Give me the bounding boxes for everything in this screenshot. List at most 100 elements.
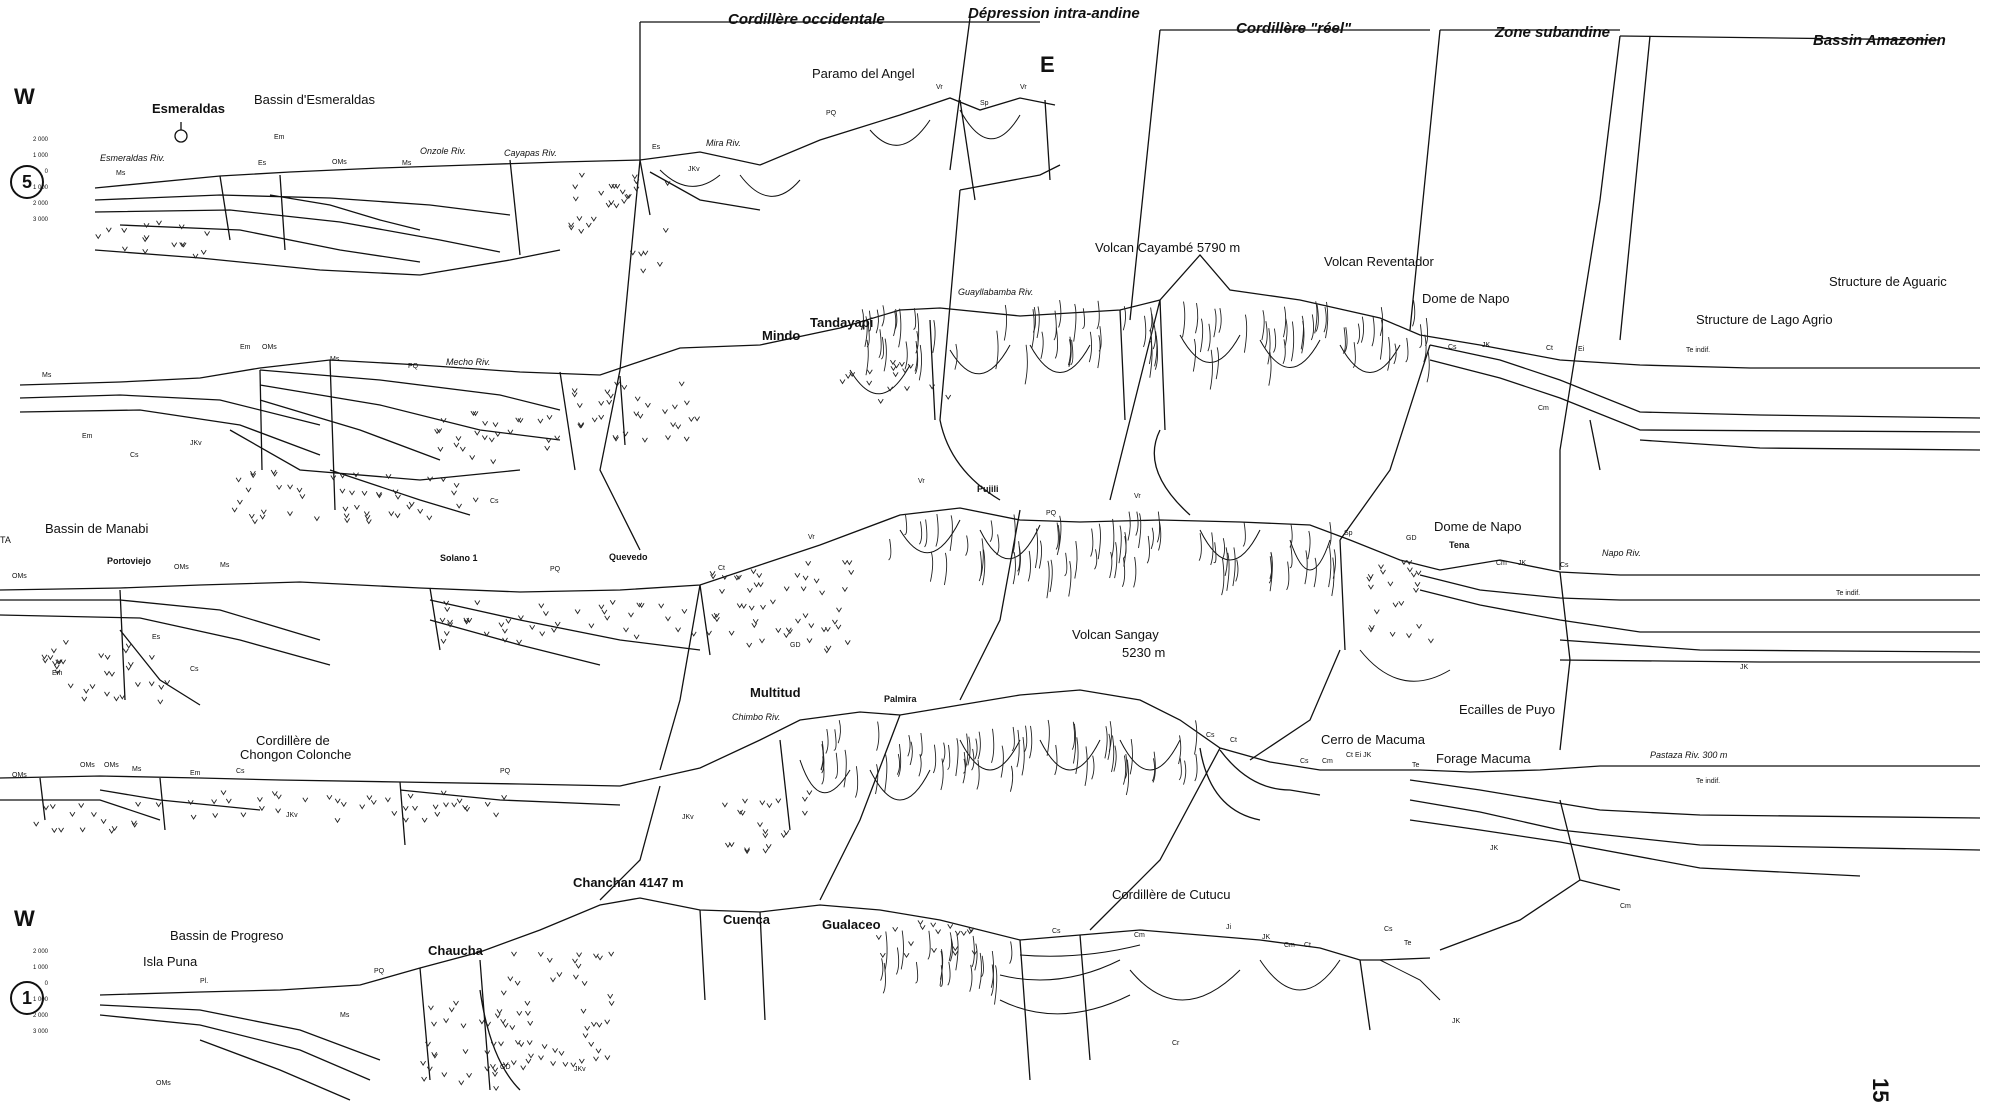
label-guayllabamba-riv: Guayllabamba Riv.	[958, 287, 1033, 297]
depth-tick: 2 000	[22, 944, 48, 960]
formation-oms: OMs	[174, 564, 189, 571]
page-number: 15	[1867, 1078, 1893, 1102]
header-region-zone-subandine: Zone subandine	[1495, 24, 1610, 41]
formation-oms: OMs	[156, 1080, 171, 1087]
formation-oms: OMs	[12, 573, 27, 580]
correlation-lines	[600, 36, 1620, 950]
formation-sp: Sp	[980, 100, 989, 107]
depth-tick: 2 000	[22, 132, 48, 148]
formation-vr: Vr	[918, 478, 925, 485]
label-chaucha: Chaucha	[428, 943, 483, 958]
label-multitud: Multitud	[750, 685, 801, 700]
label-volcan-cayambe: Volcan Cayambé 5790 m	[1095, 240, 1240, 255]
formation-jkv: JKv	[574, 1066, 586, 1073]
formation-cs: Cs	[1300, 758, 1309, 765]
esmeraldas-well-symbol	[175, 130, 187, 142]
formation-pq: PQ	[550, 566, 560, 573]
label-cordillere-de-cutucu: Cordillère de Cutucu	[1112, 887, 1231, 902]
formation-cs: Cs	[1206, 732, 1215, 739]
formation-ji: Ji	[1226, 924, 1231, 931]
formation-em: Em	[190, 770, 201, 777]
formation-jk: JK	[1482, 342, 1490, 349]
formation-em: Em	[240, 344, 251, 351]
formation-oms: OMs	[332, 159, 347, 166]
formation-ct: Ct	[1546, 345, 1553, 352]
formation-jk: JK	[1262, 934, 1270, 941]
label-solano-1: Solano 1	[440, 553, 478, 563]
label-cuenca: Cuenca	[723, 912, 770, 927]
label-mecho-riv: Mecho Riv.	[446, 357, 490, 367]
formation-cm: Cm	[1620, 903, 1631, 910]
formation-es: Es	[652, 144, 660, 151]
formation-cs: Cs	[1052, 928, 1061, 935]
label-mindo: Mindo	[762, 328, 800, 343]
formation-ct: Ct	[1304, 942, 1311, 949]
formation-ms: Ms	[340, 1012, 349, 1019]
label-dome-de-napo-p4: Dome de Napo	[1422, 291, 1509, 306]
formation-vr: Vr	[1020, 84, 1027, 91]
formation-vr: Vr	[808, 534, 815, 541]
depth-tick: 1 000	[22, 960, 48, 976]
label-cerro-de-macuma: Cerro de Macuma	[1321, 732, 1425, 747]
label-volcan-sangay: Volcan Sangay	[1072, 627, 1159, 642]
formation-sp: Sp	[1344, 530, 1353, 537]
formation-oms: OMs	[80, 762, 95, 769]
formation-pq: PQ	[408, 363, 418, 370]
formation-jk: JK	[1452, 1018, 1460, 1025]
formation-cs: Cs	[1448, 344, 1457, 351]
formation-jkv: JKv	[286, 812, 298, 819]
label-cordillere-de: Cordillère de	[256, 733, 330, 748]
depth-tick: 0	[22, 976, 48, 992]
depth-scale-top: 2 000 1 000 0 1 000 2 000 3 000	[22, 132, 48, 228]
formation-gd: GD	[1406, 535, 1417, 542]
label-forage-macuma: Forage Macuma	[1436, 751, 1531, 766]
formation-pq: PQ	[1046, 510, 1056, 517]
west-label-top: W	[14, 84, 35, 110]
label-quevedo: Quevedo	[609, 552, 648, 562]
profile-5-surface	[95, 98, 1055, 188]
depth-tick: 1 000	[22, 180, 48, 196]
label-onzole-riv: Onzole Riv.	[420, 146, 466, 156]
label-napo-riv: Napo Riv.	[1602, 548, 1641, 558]
formation-em: Em	[274, 134, 285, 141]
label-tena: Tena	[1449, 540, 1469, 550]
label-ta: TA	[0, 535, 11, 545]
depth-tick: 0	[22, 164, 48, 180]
profile-4-surface	[20, 255, 1980, 385]
formation-jk: JK	[1740, 664, 1748, 671]
label-volcan-reventador: Volcan Reventador	[1324, 254, 1434, 269]
label-structure-aguarico: Structure de Aguaric	[1829, 274, 1947, 289]
formation-te-indif: Te indif.	[1696, 778, 1720, 785]
depth-tick: 2 000	[22, 1008, 48, 1024]
label-chanchan: Chanchan 4147 m	[573, 875, 684, 890]
formation-jk: JK	[1490, 845, 1498, 852]
label-tandayapi: Tandayapi	[810, 315, 873, 330]
formation-cm: Cm	[1322, 758, 1333, 765]
label-palmira: Palmira	[884, 694, 917, 704]
label-bassin-de-progreso: Bassin de Progreso	[170, 928, 283, 943]
depth-tick: 3 000	[22, 212, 48, 228]
depth-scale-bottom: 2 000 1 000 0 1 000 2 000 3 000	[22, 944, 48, 1040]
label-mira-riv: Mira Riv.	[706, 138, 741, 148]
profile-3-surface	[0, 508, 1980, 592]
label-esmeraldas: Esmeraldas	[152, 101, 225, 116]
formation-cs: Cs	[190, 666, 199, 673]
label-cayapas-riv: Cayapas Riv.	[504, 148, 557, 158]
formation-cs: Cs	[130, 452, 139, 459]
formation-ct: Ct	[718, 565, 725, 572]
formation-ms: Ms	[402, 160, 411, 167]
formation-ei: Ei	[1578, 346, 1584, 353]
formation-em: Em	[52, 670, 63, 677]
formation-ms: Ms	[330, 356, 339, 363]
formation-pl: Pl.	[200, 978, 208, 985]
label-bassin-de-manabi: Bassin de Manabi	[45, 521, 148, 536]
depth-tick: 3 000	[22, 1024, 48, 1040]
formation-te-indif: Te indif.	[1686, 347, 1710, 354]
label-paramo-del-angel: Paramo del Angel	[812, 66, 915, 81]
depth-tick: 2 000	[22, 196, 48, 212]
label-dome-de-napo-p3: Dome de Napo	[1434, 519, 1521, 534]
formation-cm: Cm	[1284, 942, 1295, 949]
header-region-cordillere-occidentale: Cordillère occidentale	[728, 11, 885, 28]
